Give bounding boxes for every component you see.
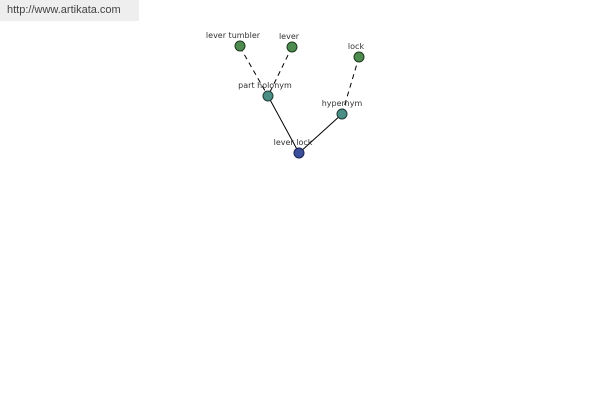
edge-lever-to-part-holonym [267,46,293,97]
url-banner: http://www.artikata.com [0,0,139,21]
edge-lock-to-hypernym [341,56,360,115]
node-hypernym-dot[interactable] [336,108,348,120]
node-hypernym-label: hypernym [322,99,363,108]
edge-hypernym-to-lever-lock [298,113,343,154]
node-lever-tumbler[interactable]: lever tumbler [206,31,261,52]
node-lever[interactable]: lever [279,32,300,53]
node-lever-lock-dot[interactable] [293,147,305,159]
node-lever-tumbler-label: lever tumbler [206,31,261,40]
edge-part-holonym-to-lever-lock [267,95,300,154]
node-part-holonym-label: part holonym [238,81,292,90]
node-lever-dot[interactable] [286,41,298,53]
node-hypernym[interactable]: hypernym [322,99,363,120]
node-lever-label: lever [279,32,300,41]
edge-lever-tumbler-to-part-holonym [239,46,269,97]
node-lever-lock[interactable]: lever lock [274,138,313,159]
node-lever-tumbler-dot[interactable] [234,40,246,52]
node-lock-dot[interactable] [353,51,365,63]
node-part-holonym[interactable]: part holonym [238,81,292,102]
site-url[interactable]: http://www.artikata.com [7,4,121,16]
node-lock-label: lock [348,42,365,51]
node-lock[interactable]: lock [348,42,365,63]
node-lever-lock-label: lever lock [274,138,313,147]
node-part-holonym-dot[interactable] [262,90,274,102]
